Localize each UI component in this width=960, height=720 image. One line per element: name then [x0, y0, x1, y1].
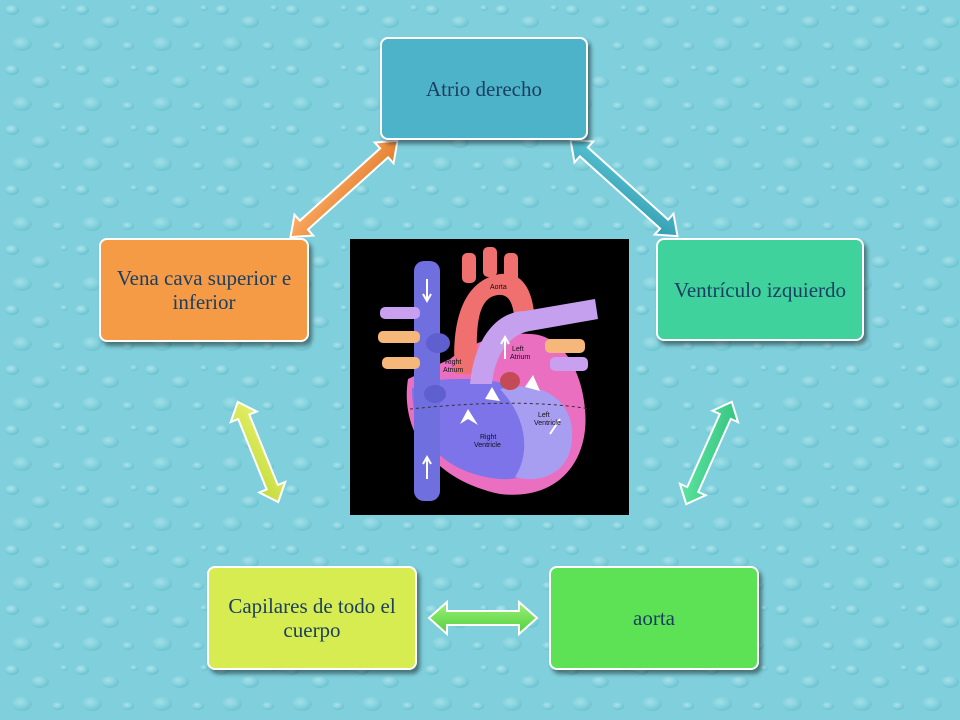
node-aorta-label: aorta [633, 606, 675, 630]
left-valve [500, 372, 520, 390]
node-atrio-derecho-label: Atrio derecho [425, 76, 543, 101]
node-atrio-derecho: Atrio derecho [380, 37, 588, 140]
label-left-ventricle-2: Ventricle [534, 420, 561, 427]
label-left-atrium-1: Left [512, 346, 524, 353]
aorta-arch [454, 273, 535, 374]
valve-flap-2 [485, 387, 500, 401]
node-ventriculo-izquierdo: Ventrículo izquierdo [656, 238, 864, 341]
septum-line [409, 402, 591, 410]
heart-diagram-image: Aorta Right Atrium Left Atrium Left Vent… [350, 239, 629, 515]
node-capilares-label: Capilares de todo el cuerpo [228, 594, 396, 642]
label-aorta: Aorta [490, 284, 507, 291]
label-right-atrium-1: Right [445, 359, 461, 366]
node-ventriculo-izquierdo-label: Ventrículo izquierdo [673, 277, 847, 302]
flow-arrow-1 [422, 279, 432, 304]
label-right-ventricle-2: Ventricle [474, 442, 501, 449]
valve-circle-2 [424, 385, 446, 403]
node-aorta: aorta [549, 566, 759, 670]
vessel-left-3 [382, 357, 420, 369]
node-capilares: Capilares de todo el cuerpo [207, 566, 417, 670]
left-ventricle-shape [500, 386, 573, 480]
heart-illustration: Aorta Right Atrium Left Atrium Left Vent… [378, 247, 598, 501]
vessel-right-2 [550, 357, 588, 371]
flow-arrow-3 [500, 334, 510, 359]
label-left-atrium-2: Atrium [510, 354, 530, 361]
aorta-branch-2 [483, 247, 497, 277]
aorta-branch-3 [504, 253, 518, 283]
aorta-branch-1 [462, 253, 476, 283]
valve-flap-3 [525, 375, 540, 391]
pulmonary-artery [470, 299, 598, 384]
vessel-left-2 [378, 331, 420, 343]
vena-cava-tube [414, 261, 440, 501]
node-vena-cava-label: Vena cava superior e inferior [116, 266, 292, 314]
flow-arrow-4 [549, 418, 561, 435]
valve-flap-1 [460, 409, 478, 425]
label-right-atrium-2: Atrium [443, 367, 463, 374]
label-left-ventricle-1: Left [538, 412, 550, 419]
label-right-ventricle-1: Right [480, 434, 496, 441]
valve-circle-1 [426, 333, 450, 353]
node-vena-cava: Vena cava superior e inferior [99, 238, 309, 342]
vessel-left-1 [380, 307, 420, 319]
right-ventricle-shape [412, 379, 544, 480]
vessel-right-1 [545, 339, 585, 353]
flow-arrow-2 [422, 454, 432, 479]
